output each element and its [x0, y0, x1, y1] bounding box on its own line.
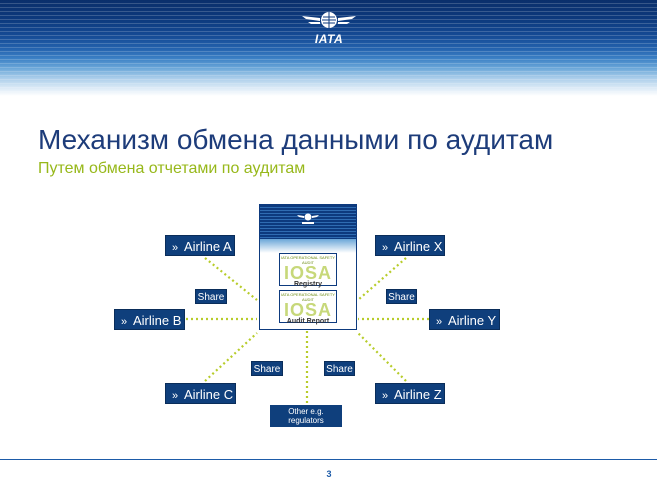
double-chevron-icon: » — [381, 390, 389, 402]
airline-x-box: » Airline X — [375, 235, 445, 256]
double-chevron-icon: » — [435, 316, 443, 328]
airline-z-label: Airline Z — [394, 387, 442, 402]
airline-a-label: Airline A — [184, 239, 232, 254]
airline-x-label: Airline X — [394, 239, 443, 254]
double-chevron-icon: » — [171, 242, 179, 254]
share-label-right-top: Share — [386, 289, 417, 304]
other-line1: Other e.g. — [288, 407, 324, 416]
page-subtitle: Путем обмена отчетами по аудитам — [38, 160, 306, 177]
airline-a-box: » Airline A — [165, 235, 235, 256]
footer-divider — [0, 459, 657, 460]
airline-y-label: Airline Y — [448, 313, 497, 328]
connector-airline-z — [357, 332, 407, 382]
iosa-report-logo: IOSA — [283, 300, 332, 320]
iosa-registry-logo: IOSA — [283, 263, 332, 283]
iosa-audit-report: IATA OPERATIONAL SAFETY AUDIT IOSA Audit… — [279, 290, 337, 325]
airline-c-box: » Airline C — [165, 383, 236, 404]
double-chevron-icon: » — [120, 316, 128, 328]
iosa-registry: IATA OPERATIONAL SAFETY AUDIT IOSA Regis… — [279, 253, 337, 288]
globe-wings-icon — [302, 12, 356, 28]
connector-airline-a — [204, 257, 258, 301]
other-line2: regulators — [288, 416, 324, 425]
double-chevron-icon: » — [381, 242, 389, 254]
share-label-left-bottom: Share — [251, 361, 283, 376]
logo-text: IATA — [314, 32, 344, 46]
airline-z-box: » Airline Z — [375, 383, 445, 404]
iosa-registry-label: Registry — [293, 281, 322, 288]
other-regulators-box: Other e.g. regulators — [270, 405, 342, 427]
page-title: Механизм обмена данными по аудитам — [38, 124, 554, 155]
double-chevron-icon: » — [171, 390, 179, 402]
iosa-report-small-text: IATA OPERATIONAL SAFETY AUDIT — [281, 292, 335, 302]
connector-airline-x — [357, 257, 407, 301]
hub-logo-icon — [297, 213, 319, 224]
share-label-right-bottom: Share — [324, 361, 355, 376]
airline-y-box: » Airline Y — [429, 309, 500, 330]
hub-header-fade — [260, 239, 356, 253]
airline-b-label: Airline B — [133, 313, 182, 328]
iosa-registry-small-text: IATA OPERATIONAL SAFETY AUDIT — [281, 255, 335, 265]
page-number: 3 — [326, 469, 332, 479]
airline-c-label: Airline C — [184, 387, 234, 402]
header-banner: IATA — [0, 0, 657, 96]
airline-b-box: » Airline B — [114, 309, 185, 330]
share-label-left-top: Share — [195, 289, 227, 304]
iata-hub: IATA OPERATIONAL SAFETY AUDIT IOSA Regis… — [259, 204, 357, 330]
iosa-report-label: Audit Report — [286, 318, 330, 325]
connector-airline-c — [204, 332, 258, 382]
iata-logo: IATA — [300, 8, 358, 48]
